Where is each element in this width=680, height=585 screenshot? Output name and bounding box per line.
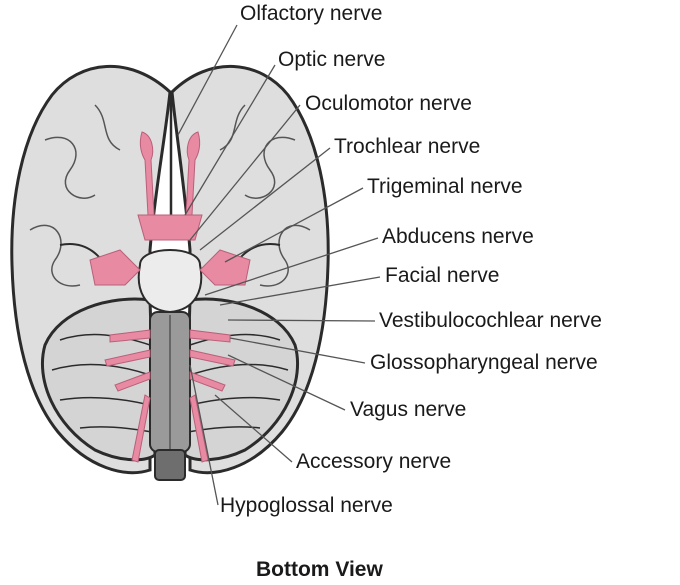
leader-vestibulocochlear bbox=[227, 319, 376, 322]
leader-abducens bbox=[204, 237, 379, 296]
label-vagus-nerve: Vagus nerve bbox=[350, 398, 467, 421]
folia bbox=[79, 426, 153, 433]
folia bbox=[189, 396, 281, 406]
accessory-left bbox=[131, 394, 151, 463]
leader-optic bbox=[184, 64, 276, 216]
label-trochlear-nerve: Trochlear nerve bbox=[334, 135, 481, 158]
caption-bottom-view: Bottom View bbox=[256, 558, 383, 581]
optic-chiasm bbox=[137, 214, 203, 241]
label-abducens-nerve: Abducens nerve bbox=[382, 225, 534, 248]
label-glossopharyngeal-nerve: Glossopharyngeal nerve bbox=[370, 351, 598, 374]
sulcus bbox=[219, 104, 246, 151]
label-olfactory-nerve: Olfactory nerve bbox=[240, 2, 383, 25]
label-trigeminal-nerve: Trigeminal nerve bbox=[367, 175, 523, 198]
brainstem bbox=[137, 249, 203, 481]
leader-lines bbox=[177, 24, 381, 506]
leader-hypoglossal bbox=[189, 364, 219, 506]
leader-vagus bbox=[227, 354, 346, 411]
rootlets-left bbox=[104, 329, 151, 392]
rootlets-right bbox=[189, 329, 236, 392]
trigeminal-left bbox=[89, 249, 141, 286]
folia bbox=[59, 396, 151, 406]
leader-accessory bbox=[214, 394, 293, 463]
label-facial-nerve: Facial nerve bbox=[385, 264, 500, 287]
sulcus bbox=[44, 136, 96, 199]
folia bbox=[51, 363, 151, 376]
pons bbox=[137, 249, 203, 314]
label-oculomotor-nerve: Oculomotor nerve bbox=[305, 92, 472, 115]
leader-trochlear bbox=[199, 147, 331, 251]
cranial-nerves bbox=[89, 131, 251, 463]
leader-glossopharyngeal bbox=[229, 337, 366, 364]
leader-oculomotor bbox=[189, 104, 301, 241]
label-vestibulocochlear-nerve: Vestibulocochlear nerve bbox=[379, 309, 602, 332]
label-optic-nerve: Optic nerve bbox=[278, 48, 386, 71]
leader-trigeminal bbox=[224, 187, 364, 263]
leader-olfactory bbox=[177, 24, 238, 136]
sulcus bbox=[29, 224, 81, 287]
label-hypoglossal-nerve: Hypoglossal nerve bbox=[220, 494, 393, 517]
spinal-cord bbox=[154, 449, 186, 481]
leader-facial bbox=[219, 276, 381, 306]
sulcus bbox=[244, 136, 296, 199]
trigeminal-right bbox=[199, 249, 251, 286]
folia bbox=[189, 333, 281, 346]
folia bbox=[59, 333, 151, 346]
accessory-right bbox=[189, 394, 209, 463]
sulcus bbox=[94, 104, 121, 151]
folia bbox=[189, 363, 289, 376]
label-accessory-nerve: Accessory nerve bbox=[296, 450, 452, 473]
